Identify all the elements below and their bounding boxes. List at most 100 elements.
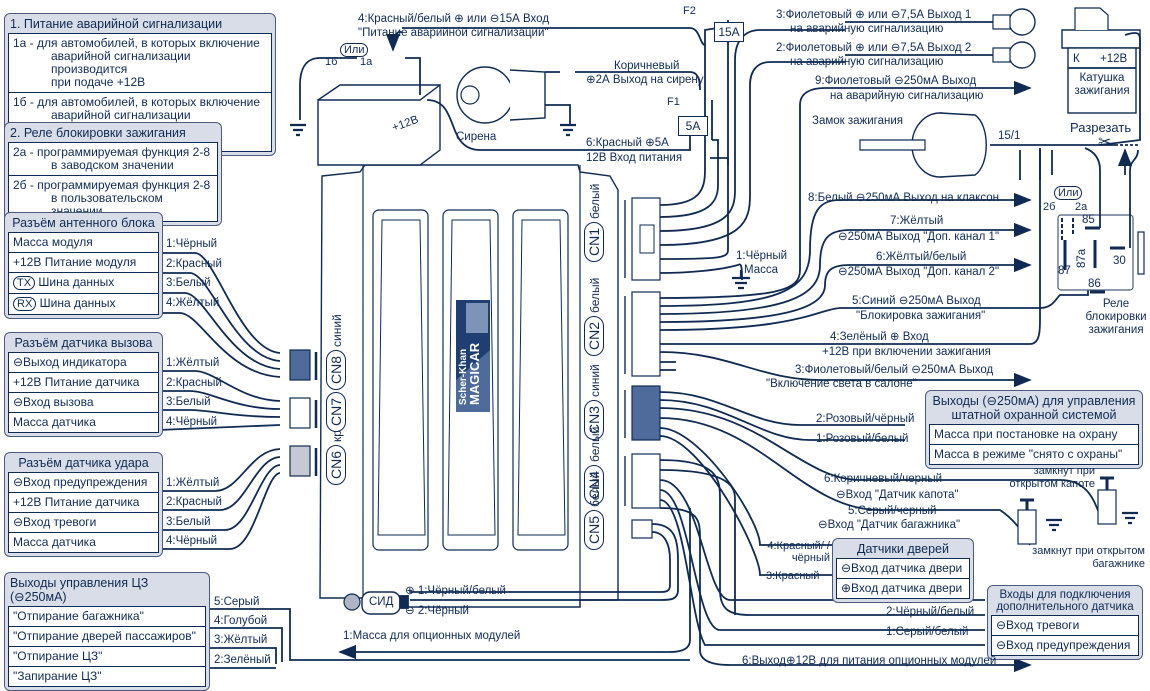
wire-label: 4:Красный/ /чёрный bbox=[767, 540, 830, 564]
door-sensor-row: ⊕Вход датчика двери bbox=[837, 578, 969, 598]
hazard-out2-label-2: на аварийную сигнализацию bbox=[790, 56, 944, 68]
relay-pin-87: 87 bbox=[1058, 265, 1071, 277]
hazard-out9-label-2: на аварийную сигнализацию bbox=[830, 90, 984, 102]
relay-pin-30: 30 bbox=[1113, 255, 1126, 267]
terminal-15-1: 15/1 bbox=[998, 130, 1021, 142]
lock-output-row: "Запирание ЦЗ" bbox=[9, 666, 205, 686]
relay-option-2a: 2а bbox=[1075, 201, 1088, 213]
channel1-label: 7:Жёлтый bbox=[890, 215, 944, 227]
wire-label: 3:Белый bbox=[166, 396, 211, 408]
wire-label: 2:Чёрный/белый bbox=[886, 606, 975, 618]
optional-power-label: 6:Выход⊕12В для питания опционных модуле… bbox=[742, 655, 997, 667]
cn8-plug bbox=[289, 349, 311, 381]
coil-name: Катушка зажигания bbox=[1074, 72, 1130, 97]
immobilizer-label: 5:Синий ⊖250мА Выход bbox=[852, 295, 981, 307]
connector-cn5: CN5белый bbox=[584, 472, 604, 550]
factory-alarm-title: Выходы (⊖250мА) для управления штатной о… bbox=[932, 394, 1136, 422]
wire-label: 3:Жёлтый bbox=[214, 634, 268, 646]
cn7-plug bbox=[289, 397, 311, 429]
siren-label: Сирена bbox=[456, 131, 497, 143]
antenna-row: RX Шина данных bbox=[9, 293, 158, 314]
trunk-switch-icon bbox=[1017, 509, 1037, 545]
antenna-row: +12В Питание модуля bbox=[9, 252, 158, 272]
coil-k: К bbox=[1073, 53, 1080, 65]
antenna-connector-title: Разъём антенного блока bbox=[12, 216, 155, 230]
hazard-out1-label-2: на аварийную сигнализацию bbox=[790, 23, 944, 35]
wire-label: 3:Белый bbox=[166, 516, 211, 528]
hood-switch-icon bbox=[1097, 489, 1117, 525]
tx-badge: TX bbox=[13, 276, 36, 290]
call-sensor-title: Разъём датчика вызова bbox=[14, 336, 153, 350]
relay-pin-85: 85 bbox=[1082, 214, 1095, 226]
lock-output-row: "Отпирание ЦЗ" bbox=[9, 646, 205, 666]
wire-label: 1:Серый/белый bbox=[886, 626, 969, 638]
wire-label: 2:Зелёный bbox=[214, 654, 271, 666]
cut-label: Разрезать bbox=[1070, 120, 1132, 135]
wire-label: 2:Красный bbox=[166, 258, 222, 270]
lock-outputs-title: Выходы управления ЦЗ (⊖250мА) bbox=[10, 576, 149, 604]
relay-pin-87a: 87а bbox=[1076, 248, 1088, 268]
wire-label: 1:Розовый/белый bbox=[816, 433, 909, 445]
ignition-input-label: 4:Зелёный ⊕ Вход bbox=[830, 331, 929, 343]
wire-label: 4:Голубой bbox=[214, 615, 268, 627]
fuse-f1-label: F1 bbox=[667, 96, 680, 108]
legend-hazard-power-title: 1. Питание аварийной сигнализации bbox=[10, 17, 223, 31]
led-minus-label: ⊖ 2:Чёрный bbox=[405, 605, 469, 617]
relay-pin-86: 86 bbox=[1088, 278, 1101, 290]
cn5-plug bbox=[631, 519, 653, 539]
extra-sensor-title: Входы для подключения дополнительного да… bbox=[996, 589, 1134, 613]
ignition-coil-icon bbox=[1061, 29, 1141, 49]
antenna-connector-box: Разъём антенного блока Масса модуля +12В… bbox=[4, 212, 163, 319]
rx-badge: RX bbox=[13, 297, 37, 311]
hazard-input-label-2: "Питание аварийной сигнализации" bbox=[358, 27, 549, 39]
trunk-wire-label: 5:Серый/черный bbox=[848, 505, 937, 517]
wire-label: 1:Чёрный bbox=[166, 238, 218, 250]
battery-icon bbox=[317, 83, 441, 166]
ground-symbols bbox=[290, 123, 1138, 532]
call-sensor-box: Разъём датчика вызова ⊖Выход индикатора … bbox=[4, 332, 163, 437]
wire-label: 3:Белый bbox=[166, 277, 211, 289]
door-sensors-title: Датчики дверей bbox=[857, 542, 949, 556]
hood-note: замкнут при открытом капоте bbox=[1009, 465, 1095, 490]
shock-sensor-row: ⊖Вход тревоги bbox=[9, 512, 158, 532]
coil-12v: +12В bbox=[1100, 53, 1128, 65]
shock-sensor-row: ⊖Вход предупреждения bbox=[13, 475, 148, 489]
lock-output-row: "Отпирание багажника" bbox=[13, 609, 144, 623]
cn4-plug bbox=[631, 453, 661, 509]
extra-sensor-row: ⊖Вход предупреждения bbox=[992, 635, 1138, 655]
legend-ignition-relay: 2. Реле блокировки зажигания 2а - програ… bbox=[4, 122, 222, 226]
door-sensors-box: Датчики дверей ⊖Вход датчика двери ⊕Вход… bbox=[832, 538, 974, 603]
immobilizer-label-2: "Блокировка зажигания" bbox=[856, 310, 986, 322]
wire-label: 4:Чёрный bbox=[166, 416, 218, 428]
connector-cn8: CN8синий bbox=[326, 314, 346, 390]
legend-ignition-relay-title: 2. Реле блокировки зажигания bbox=[10, 126, 186, 140]
wire-label: 2:Красный bbox=[166, 496, 222, 508]
wire-label: 3:Красный bbox=[766, 570, 820, 582]
hazard-out1-label: 3:Фиолетовый ⊕ или ⊖7,5А Выход 1 bbox=[776, 9, 972, 21]
hood-wire-label: 6:Коричневый/черный bbox=[824, 473, 943, 485]
shock-sensor-title: Разъём датчика удара bbox=[18, 456, 149, 470]
wire-label: 2:Розовый/чёрный bbox=[816, 413, 915, 425]
hood-wire-label-2: ⊖Вход "Датчик капота" bbox=[836, 489, 959, 501]
scissors-icon: ✂ bbox=[1098, 134, 1112, 151]
siren-wire-label-2: ⊕2А Выход на сирену bbox=[586, 74, 704, 86]
optional-ground-label: 1:Масса для опционных модулей bbox=[343, 630, 521, 642]
shock-sensor-box: Разъём датчика удара ⊖Вход предупреждени… bbox=[4, 452, 163, 557]
hazard-out9-label: 9:Фиолетовый ⊖250мА Выход bbox=[815, 75, 977, 87]
legend-row-1a: 1а - для автомобилей, в которых включени… bbox=[13, 36, 260, 89]
wire-label: 4:Чёрный bbox=[166, 535, 218, 547]
led-label: СИД bbox=[369, 596, 394, 608]
cn6-plug bbox=[289, 445, 311, 477]
cn3-plug bbox=[631, 385, 661, 441]
fuse-f2-label: F2 bbox=[683, 5, 696, 17]
cn2-plug bbox=[631, 291, 661, 377]
extra-sensor-box: Входы для подключения дополнительного да… bbox=[987, 585, 1143, 660]
antenna-row: TX Шина данных bbox=[9, 272, 158, 293]
hazard-out2-label: 2:Фиолетовый ⊕ или ⊖7,5А Выход 2 bbox=[776, 42, 972, 54]
wire-label: 5:Серый bbox=[214, 596, 260, 608]
connector-cn1: CN1белый bbox=[584, 184, 604, 262]
factory-alarm-row: Масса в режиме "снято с охраны" bbox=[930, 444, 1138, 464]
power-wire-label: 6:Красный ⊕5А bbox=[586, 137, 669, 149]
channel1-label-2: ⊖250мА Выход "Доп. канал 1" bbox=[838, 231, 1000, 243]
ignition-input-label-2: +12В при включении зажигания bbox=[822, 346, 991, 358]
